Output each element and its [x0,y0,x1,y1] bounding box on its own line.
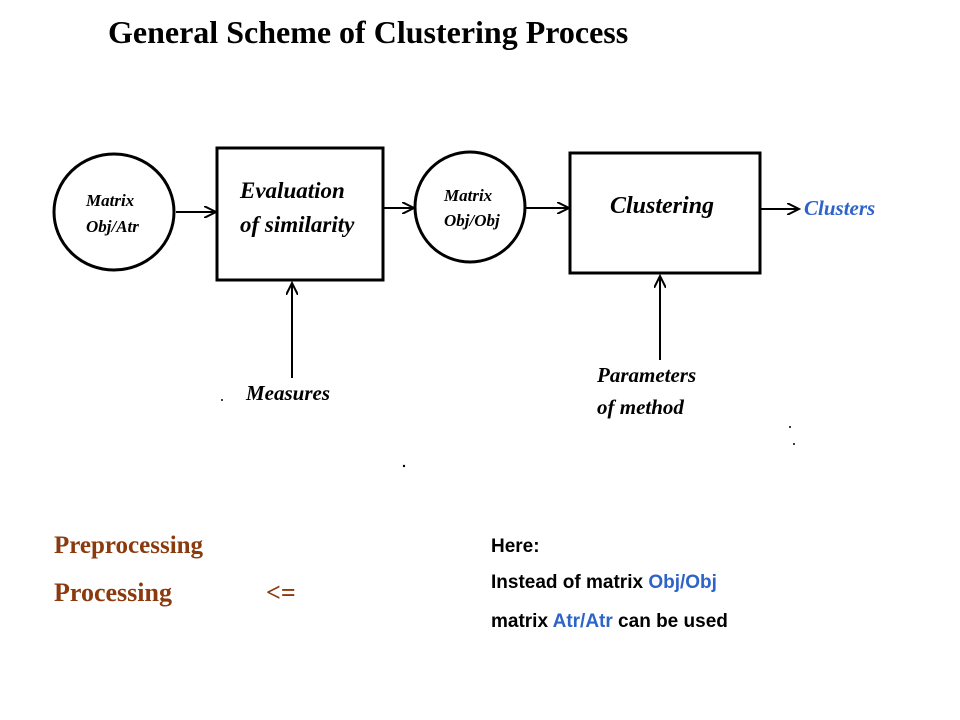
note-line-2-prefix: matrix [491,611,553,632]
node-clustering-label: Clustering [610,193,714,219]
node-matrix-obj-obj: Matrix Obj/Obj [413,150,527,264]
node-evaluation-of-similarity: Evaluation of similarity [215,146,385,282]
input-measures-label: Measures [245,381,330,405]
node-evaluation-line1: Evaluation [239,178,345,203]
input-parameters-line1: Parameters [596,363,696,387]
node-clustering: Clustering [568,151,762,275]
node-matrix-obj-obj-line1: Matrix [443,186,493,205]
note-highlight-obj-obj: Obj/Obj [648,572,717,593]
stray-dot [793,443,795,445]
note-line-1: Instead of matrix Obj/Obj [491,572,717,594]
input-parameters-line2: of method [597,395,684,419]
stage-processing: Processing [54,578,172,607]
node-matrix-obj-atr-line2: Obj/Atr [86,217,139,236]
stage-preprocessing: Preprocessing [54,532,204,559]
node-matrix-obj-atr: Matrix Obj/Atr [52,152,176,272]
note-highlight-atr-atr: Atr/Atr [552,611,613,632]
stray-dot [789,426,791,428]
note-line-1-text: Instead of matrix [491,572,649,593]
node-matrix-obj-obj-line2: Obj/Obj [444,211,500,230]
clustering-diagram: Matrix Obj/Atr Evaluation of similarity … [52,146,875,468]
note-line-2: matrix Atr/Atr can be used [491,611,728,633]
output-clusters-label: Clusters [804,196,875,220]
node-matrix-obj-atr-line1: Matrix [85,191,135,210]
node-evaluation-line2: of similarity [240,212,355,237]
stage-indicator: <= [266,578,296,607]
stray-dot [221,399,223,401]
stray-dot [402,464,406,468]
page-title: General Scheme of Clustering Process [108,14,629,50]
note-line-2-suffix: can be used [612,611,728,632]
note-heading: Here: [491,536,540,557]
